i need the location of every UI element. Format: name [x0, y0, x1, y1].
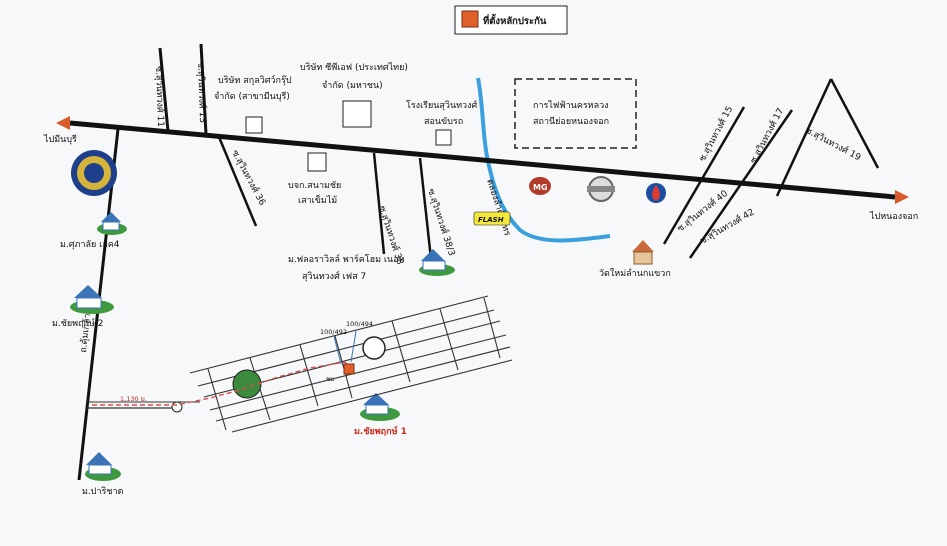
main-road	[69, 120, 896, 200]
roundabout-white	[362, 336, 386, 360]
temple-icon	[632, 240, 654, 265]
government-emblem-icon	[71, 150, 117, 196]
khumklao-label: ถ.คุ้มเกล้า	[78, 313, 93, 353]
arrow-left-icon	[56, 116, 70, 130]
cpf-label-2: จำกัด (มหาชน)	[322, 80, 383, 91]
house-icon-chaiyapruek1	[360, 393, 400, 421]
flash-logo-text: FLASH	[478, 216, 504, 224]
cpf-label-1: บริษัท ซีพีเอฟ (ประเทศไทย)	[300, 62, 408, 73]
field-building	[307, 152, 327, 172]
direction-right-label: ไปหนองจอก	[869, 211, 918, 222]
sakul-label-1: บริษัท สกุลวิศว์กรุ๊ป	[218, 74, 292, 86]
collateral-parcel-marker	[343, 363, 355, 375]
village-parichat-label: ม.ปาริชาต	[82, 486, 124, 497]
village-plan-grid	[189, 295, 513, 433]
plot-tag: ชม	[326, 376, 334, 383]
temple-label: วัดใหม่ลำนกแขวก	[599, 268, 671, 279]
svg-text:MG: MG	[533, 183, 548, 192]
route-distance-label: 1,130 ม.	[120, 395, 147, 403]
village-chaiyapruek2-label: ม.ชัยพฤกษ์ 2	[52, 317, 104, 329]
mg-logo-icon: MG	[529, 177, 551, 195]
road-soi19	[775, 78, 833, 197]
cpf-building	[342, 100, 372, 128]
soi19-label: ซ.สุวินทวงศ์ 19	[804, 124, 864, 163]
road-soi15	[662, 106, 746, 245]
road-soi19-branch	[829, 78, 880, 169]
junction-circle	[171, 401, 183, 413]
road-soi36	[217, 136, 258, 227]
road-soi13	[199, 43, 208, 135]
sakul-building	[245, 116, 263, 134]
route-line	[92, 361, 353, 406]
legend-swatch	[461, 10, 479, 28]
village-florawill-label-2: สุวินทวงศ์ เฟส 7	[302, 270, 366, 282]
school-label-2: สอนขับรถ	[424, 117, 463, 127]
road-soi38	[372, 152, 386, 255]
parcel-b-leader	[350, 330, 357, 363]
parcel-a-leader	[333, 335, 342, 365]
house-icon-supalai	[97, 212, 127, 235]
village-supalai-label: ม.ศุภาลัย เลค4	[60, 240, 120, 250]
field-label-1: บจก.สนามชัย	[288, 181, 341, 191]
sakul-label-2: จำกัด (สาขามีนบุรี)	[214, 91, 290, 102]
pea-label-1: การไฟฟ้านครหลวง	[533, 100, 609, 111]
house-icon-chaiyapruek2	[70, 285, 114, 314]
parcel-b-label: 100/494	[346, 320, 373, 328]
field-label-2: เสาเข็มไม้	[298, 193, 337, 206]
ptt-logo-icon	[646, 183, 666, 203]
nissan-logo-icon	[587, 176, 615, 202]
house-icon-parichat	[85, 452, 121, 481]
soi11-label: ซ.สุวินทวงศ์ 11	[153, 66, 167, 127]
roundabout-green	[232, 369, 262, 399]
legend: ที่ตั้งหลักประกัน	[454, 5, 568, 35]
soi13-label: ซ.สุวินทวงศ์ 13	[195, 62, 209, 123]
school-label-1: โรงเรียนสุวินทวงศ์	[406, 99, 477, 111]
school-building	[435, 129, 452, 146]
canal-line	[476, 77, 611, 243]
pea-substation-box	[514, 78, 637, 149]
pea-label-2: สถานีย่อยหนองจอก	[533, 116, 609, 127]
direction-left-label: ไปมีนบุรี	[43, 134, 77, 145]
legend-label: ที่ตั้งหลักประกัน	[483, 13, 547, 27]
arrow-right-icon	[895, 190, 909, 204]
village-chaiyapruek1-label: ม.ชัยพฤกษ์ 1	[354, 425, 407, 437]
flash-logo-icon: FLASH	[473, 211, 511, 226]
road-soi38-3	[418, 157, 433, 260]
soi17-label: ซ.สุวินทวงศ์ 17	[747, 106, 786, 166]
canal-label: คลองลำต้นไทร	[484, 178, 513, 238]
house-icon-florawill	[419, 249, 455, 276]
village-florawill-label-1: ม.ฟลอราวิลล์ พาร์คโฮม เนอท	[288, 253, 405, 265]
road-soi11	[158, 47, 170, 132]
parcel-a-label: 100/492	[320, 328, 347, 336]
